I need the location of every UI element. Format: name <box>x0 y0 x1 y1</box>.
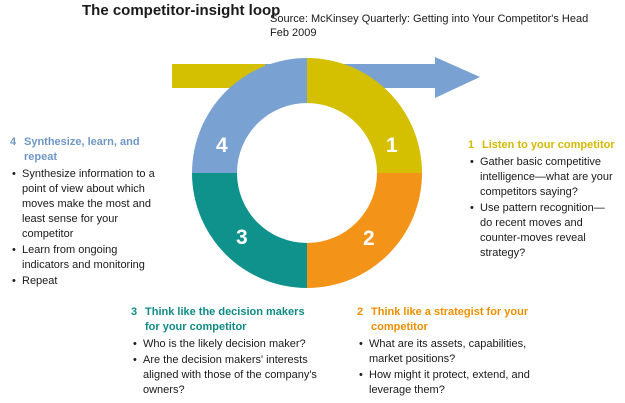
list-item: Are the decision makers' interests align… <box>131 353 321 398</box>
step-2-block: 2 Think like a strategist for your compe… <box>357 305 542 399</box>
list-item: Who is the likely decision maker? <box>131 337 321 352</box>
list-item: Repeat <box>10 274 160 289</box>
segment-1-arc <box>307 58 422 173</box>
step-1-block: 1 Listen to your competitor Gather basic… <box>468 138 620 262</box>
source-line-2: Feb 2009 <box>270 27 317 39</box>
step-4-heading: 4 Synthesize, learn, and repeat <box>10 136 140 163</box>
source-note: Source: McKinsey Quarterly: Getting into… <box>270 12 588 40</box>
list-item: Gather basic competitive intelligence—wh… <box>468 155 620 200</box>
segment-3-arc <box>192 173 307 288</box>
step-3-block: 3 Think like the decision makers for you… <box>131 305 321 399</box>
step-4-block: 4 Synthesize, learn, and repeat Synthesi… <box>10 135 160 290</box>
source-line-1: Source: McKinsey Quarterly: Getting into… <box>270 13 589 25</box>
segment-4-arc <box>192 58 307 173</box>
step-3-bullets: Who is the likely decision maker? Are th… <box>131 337 321 398</box>
arrow-head <box>435 57 480 98</box>
list-item: Synthesize information to a point of vie… <box>10 167 160 242</box>
segment-3-number: 3 <box>236 226 248 249</box>
segment-2-number: 2 <box>363 227 375 250</box>
step-1-heading: 1 Listen to your competitor <box>468 139 615 151</box>
diagram-title: The competitor-insight loop <box>82 2 281 19</box>
step-2-heading: 2 Think like a strategist for your compe… <box>357 306 529 333</box>
list-item: Use pattern recognition— do recent moves… <box>468 201 620 261</box>
list-item: Learn from ongoing indicators and monito… <box>10 243 160 273</box>
step-4-bullets: Synthesize information to a point of vie… <box>10 167 160 289</box>
list-item: How might it protect, extend, and levera… <box>357 368 542 398</box>
step-2-bullets: What are its assets, capabilities, marke… <box>357 337 542 398</box>
segment-1-number: 1 <box>386 134 398 157</box>
step-1-bullets: Gather basic competitive intelligence—wh… <box>468 155 620 261</box>
segment-2-arc <box>307 173 422 288</box>
segment-4-number: 4 <box>216 134 228 157</box>
list-item: What are its assets, capabilities, marke… <box>357 337 542 367</box>
step-3-heading: 3 Think like the decision makers for you… <box>131 306 305 333</box>
